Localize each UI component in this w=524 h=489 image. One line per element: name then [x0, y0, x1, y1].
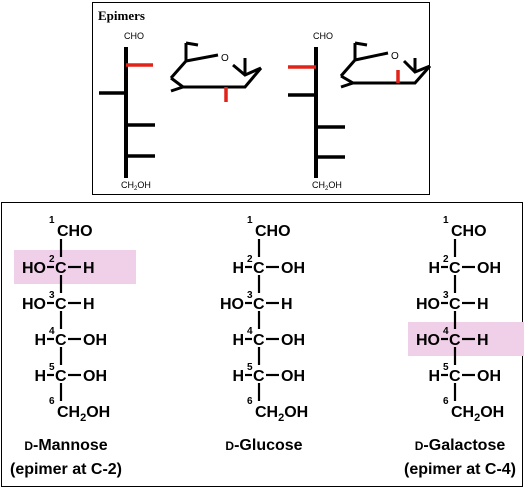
carbon-atom: C — [253, 332, 265, 349]
carbon-number: 2 — [443, 254, 449, 265]
carbon-number: 6 — [247, 396, 253, 407]
carbon-number: 4 — [443, 326, 449, 337]
substituent-right: OH — [83, 368, 107, 385]
substituent-left: H — [232, 332, 244, 349]
left-ring-oxygen: O — [221, 53, 229, 64]
ch2oh-group: CH2OH — [57, 404, 110, 424]
aldehyde-group: CHO — [57, 223, 93, 240]
substituent-right: OH — [281, 368, 305, 385]
substituent-right: OH — [477, 260, 501, 277]
left-chain-top-label: CHO — [124, 31, 144, 41]
carbon-atom: C — [449, 260, 461, 277]
left-chain-bottom-label: CH2OH — [121, 180, 151, 192]
epimers-schematic-panel: Epimers CHO CH2OH O CHO — [92, 2, 431, 195]
substituent-left: HO — [416, 332, 440, 349]
carbon-atom: C — [55, 296, 67, 313]
carbon-number: 1 — [443, 215, 449, 226]
carbon-atom: C — [253, 260, 265, 277]
epimers-schematic: Epimers CHO CH2OH O CHO — [98, 8, 431, 192]
substituent-left: H — [232, 368, 244, 385]
carbon-number: 2 — [49, 254, 55, 265]
substituent-right: OH — [477, 368, 501, 385]
ch2oh-group: CH2OH — [451, 404, 504, 424]
carbon-number: 1 — [247, 215, 253, 226]
carbon-number: 3 — [443, 290, 449, 301]
carbon-number: 6 — [443, 396, 449, 407]
substituent-left: H — [428, 368, 440, 385]
right-chain-top-label: CHO — [313, 31, 333, 41]
carbon-number: 5 — [443, 362, 449, 373]
epimer-note: (epimer at C-2) — [10, 461, 122, 478]
substituent-right: OH — [281, 260, 305, 277]
panel-title: Epimers — [98, 8, 145, 23]
carbon-atom: C — [55, 260, 67, 277]
left-ring-chair — [169, 41, 263, 102]
ch2oh-group: CH2OH — [255, 404, 308, 424]
epimer-note: (epimer at C-4) — [404, 461, 516, 478]
substituent-left: H — [34, 368, 46, 385]
carbon-number: 1 — [49, 215, 55, 226]
sugar-name: D-Galactose — [415, 437, 506, 454]
carbon-atom: C — [55, 332, 67, 349]
substituent-left: HO — [22, 296, 46, 313]
right-ring-oxygen: O — [391, 51, 399, 62]
carbon-number: 6 — [49, 396, 55, 407]
right-chain-bottom-label: CH2OH — [312, 180, 342, 192]
substituent-right: H — [477, 332, 489, 349]
sugar-name: D-Glucose — [225, 437, 302, 454]
aldehyde-group: CHO — [255, 223, 291, 240]
carbon-number: 3 — [247, 290, 253, 301]
substituent-left: HO — [416, 296, 440, 313]
substituent-left: H — [428, 260, 440, 277]
carbon-number: 3 — [49, 290, 55, 301]
carbon-atom: C — [253, 296, 265, 313]
carbon-atom: C — [253, 368, 265, 385]
substituent-right: H — [83, 260, 95, 277]
carbon-atom: C — [449, 332, 461, 349]
carbon-atom: C — [55, 368, 67, 385]
left-chain-skeleton: CHO CH2OH — [99, 31, 155, 192]
aldehyde-group: CHO — [451, 223, 487, 240]
substituent-right: H — [477, 296, 489, 313]
substituent-left: H — [232, 260, 244, 277]
substituent-right: H — [281, 296, 293, 313]
carbon-number: 2 — [247, 254, 253, 265]
carbon-number: 5 — [49, 362, 55, 373]
substituent-right: OH — [83, 332, 107, 349]
carbon-atom: C — [449, 296, 461, 313]
carbon-number: 4 — [247, 326, 253, 337]
right-chain-skeleton: CHO CH2OH — [288, 31, 345, 192]
substituent-right: H — [83, 296, 95, 313]
sugar-name: D-Mannose — [24, 437, 107, 454]
carbon-atom: C — [449, 368, 461, 385]
substituent-right: OH — [281, 332, 305, 349]
substituent-left: H — [34, 332, 46, 349]
substituent-left: HO — [22, 260, 46, 277]
carbon-number: 5 — [247, 362, 253, 373]
carbon-number: 4 — [49, 326, 55, 337]
right-ring-chair — [339, 41, 431, 89]
substituent-left: HO — [220, 296, 244, 313]
